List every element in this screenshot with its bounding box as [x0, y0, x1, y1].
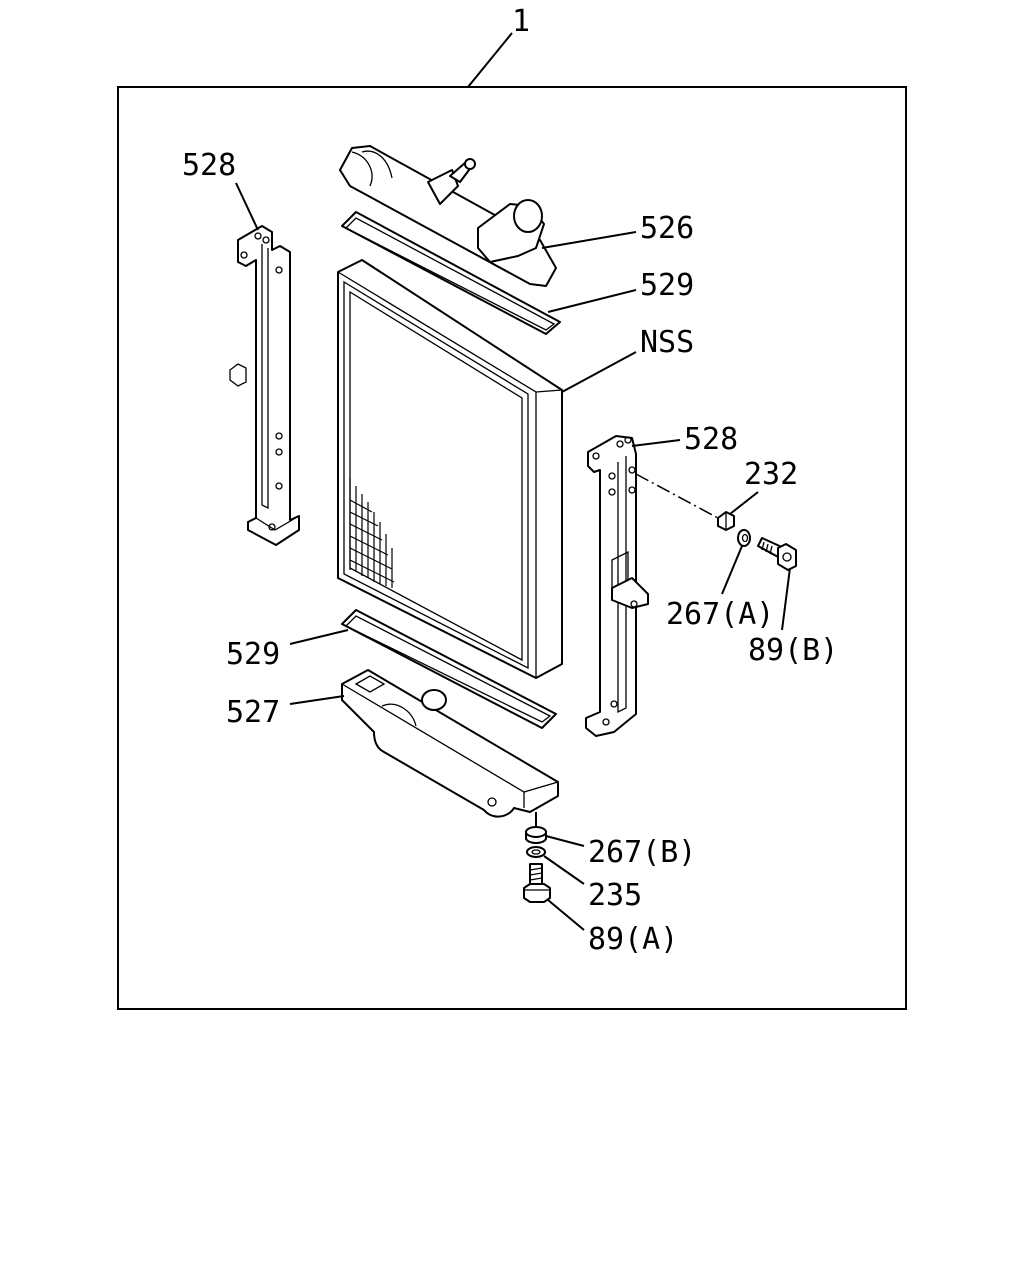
- bolt-89a: [523, 863, 551, 903]
- label-seal-lower: 529: [226, 637, 280, 672]
- leader-washer-235: [543, 855, 585, 885]
- label-washer-235: 235: [588, 878, 642, 913]
- label-nut: 232: [744, 457, 798, 492]
- label-core: NSS: [640, 325, 694, 360]
- bolt-89b: [757, 537, 797, 571]
- washer-235: [526, 846, 546, 858]
- label-washer-a: 267(A): [666, 597, 774, 632]
- left-bracket: [229, 225, 300, 546]
- leader-lower-tank: [289, 695, 345, 705]
- label-bracket-left: 528: [182, 148, 236, 183]
- assembly-frame: [117, 86, 907, 1010]
- leader-seal-upper: [547, 289, 637, 313]
- washer-267b: [525, 826, 547, 844]
- leader-core: [561, 351, 637, 393]
- upper-tank: [339, 145, 557, 287]
- washer-267a: [737, 529, 751, 547]
- right-bracket: [585, 435, 649, 737]
- upper-seal: [341, 211, 561, 335]
- assembly-leader: [467, 32, 513, 88]
- nut-232: [717, 511, 735, 531]
- label-seal-upper: 529: [640, 268, 694, 303]
- label-bracket-right: 528: [684, 422, 738, 457]
- lower-tank: [341, 669, 559, 818]
- leader-nut: [729, 491, 759, 515]
- lower-seal: [341, 609, 557, 729]
- radiator-core: [337, 259, 563, 679]
- label-lower-tank: 527: [226, 695, 280, 730]
- leader-bolt-b: [781, 567, 791, 631]
- core-fin-grid: [349, 478, 395, 588]
- leader-washer-b: [545, 835, 585, 847]
- leader-bracket-left: [235, 182, 259, 231]
- leader-seal-lower: [289, 629, 349, 645]
- leader-bracket-right: [631, 439, 681, 447]
- leader-upper-tank: [541, 231, 637, 249]
- label-washer-b: 267(B): [588, 835, 696, 870]
- label-upper-tank: 526: [640, 211, 694, 246]
- label-bolt-a: 89(A): [588, 922, 678, 957]
- label-assembly: 1: [512, 4, 530, 39]
- leader-bolt-a: [547, 899, 585, 931]
- label-bolt-b: 89(B): [748, 633, 838, 668]
- leader-washer-a: [721, 545, 743, 595]
- alignment-line: [635, 473, 719, 519]
